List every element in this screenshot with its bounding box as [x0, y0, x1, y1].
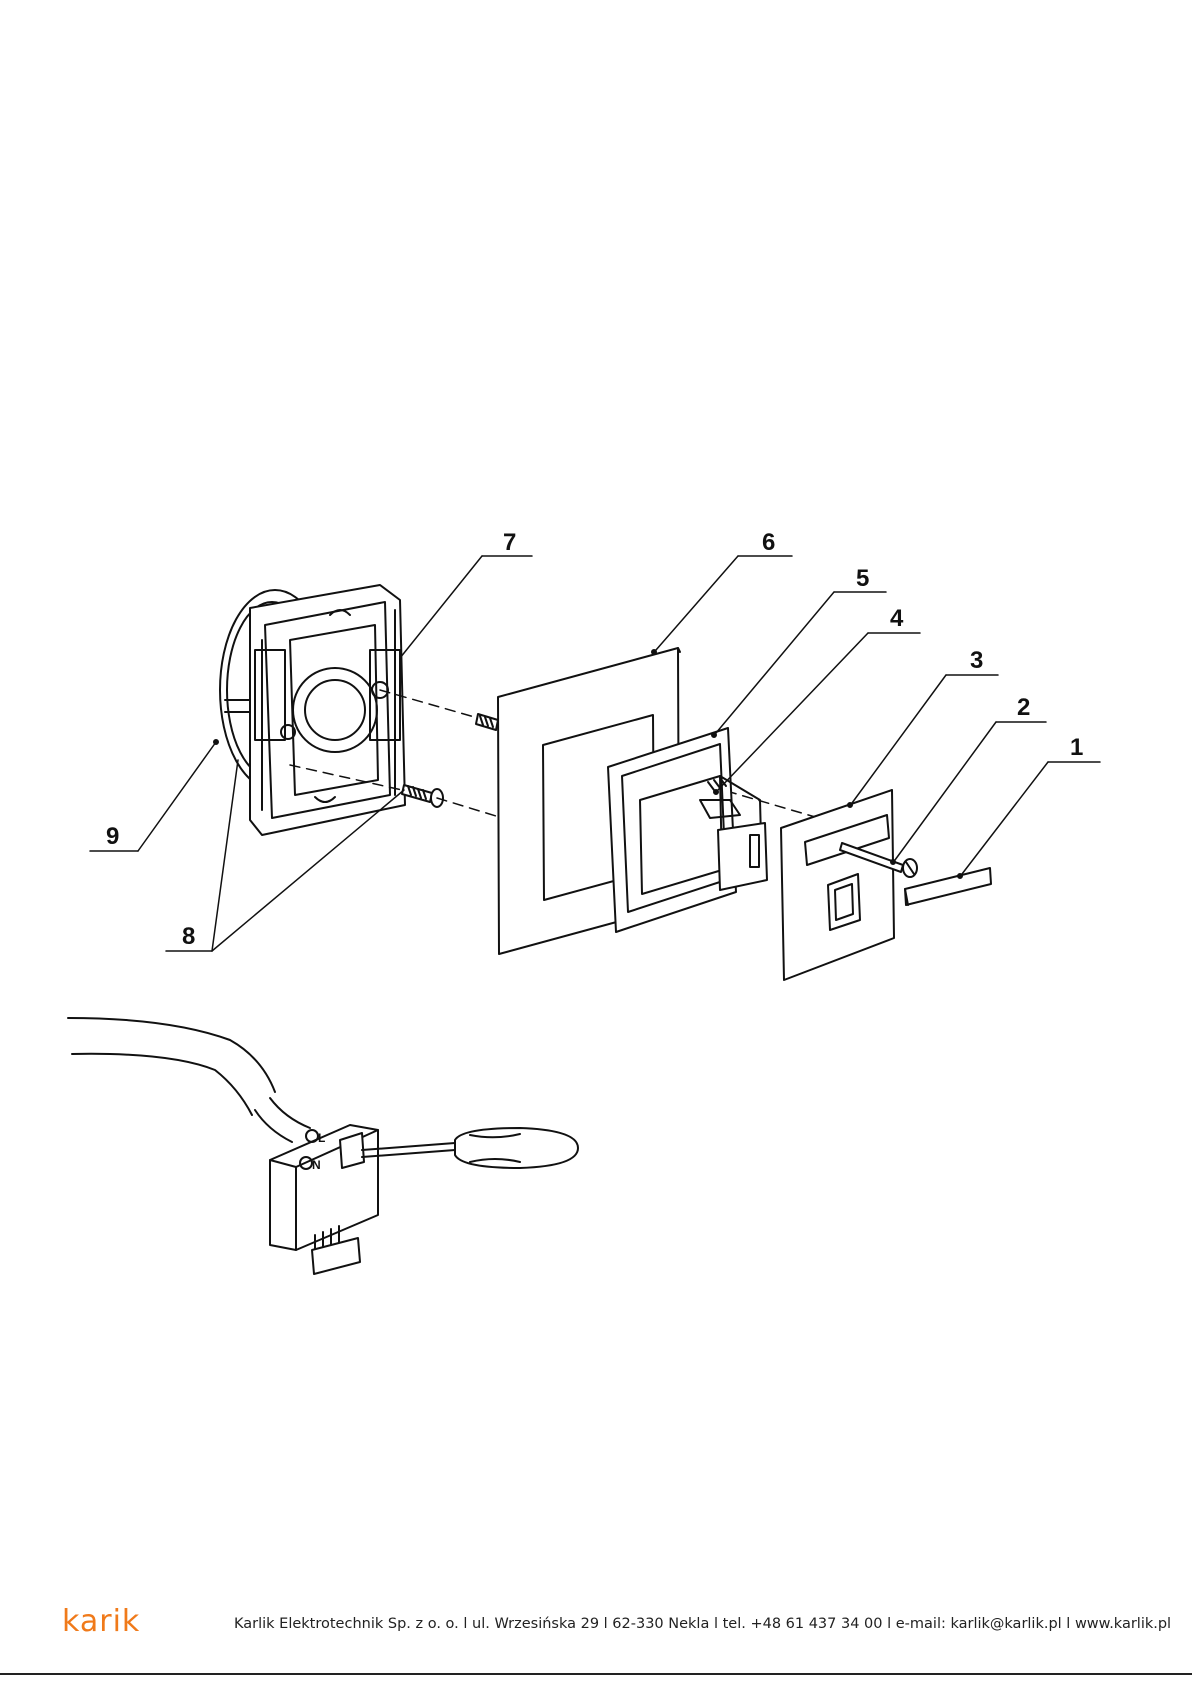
screw-8-drawing: [402, 785, 443, 807]
bottom-divider: [0, 1673, 1192, 1675]
terminal-l-mark: L: [318, 1131, 325, 1145]
callout-1: 1: [1070, 734, 1083, 761]
callout-3: 3: [970, 647, 983, 674]
callout-4: 4: [890, 605, 904, 632]
brand-logo: karik: [62, 1604, 140, 1639]
callout-2: 2: [1017, 694, 1030, 721]
page-footer: karik Karlik Elektrotechnik Sp. z o. o. …: [0, 1598, 1192, 1648]
callout-7: 7: [503, 529, 516, 556]
cover-plate-drawing: [781, 790, 894, 980]
company-contact-line: Karlik Elektrotechnik Sp. z o. o. l ul. …: [234, 1616, 1171, 1632]
callout-5: 5: [856, 565, 869, 592]
screw-7-drawing: [476, 714, 498, 730]
callout-9: 9: [106, 823, 119, 850]
callout-6: 6: [762, 529, 775, 556]
terminal-n-mark: N: [312, 1158, 321, 1172]
usb-socket-module-drawing: [640, 776, 767, 894]
mounting-frame-drawing: [214, 585, 405, 835]
label-strip-drawing: [905, 868, 991, 905]
callout-8: 8: [182, 923, 195, 950]
wiring-illustration: [68, 1018, 578, 1274]
